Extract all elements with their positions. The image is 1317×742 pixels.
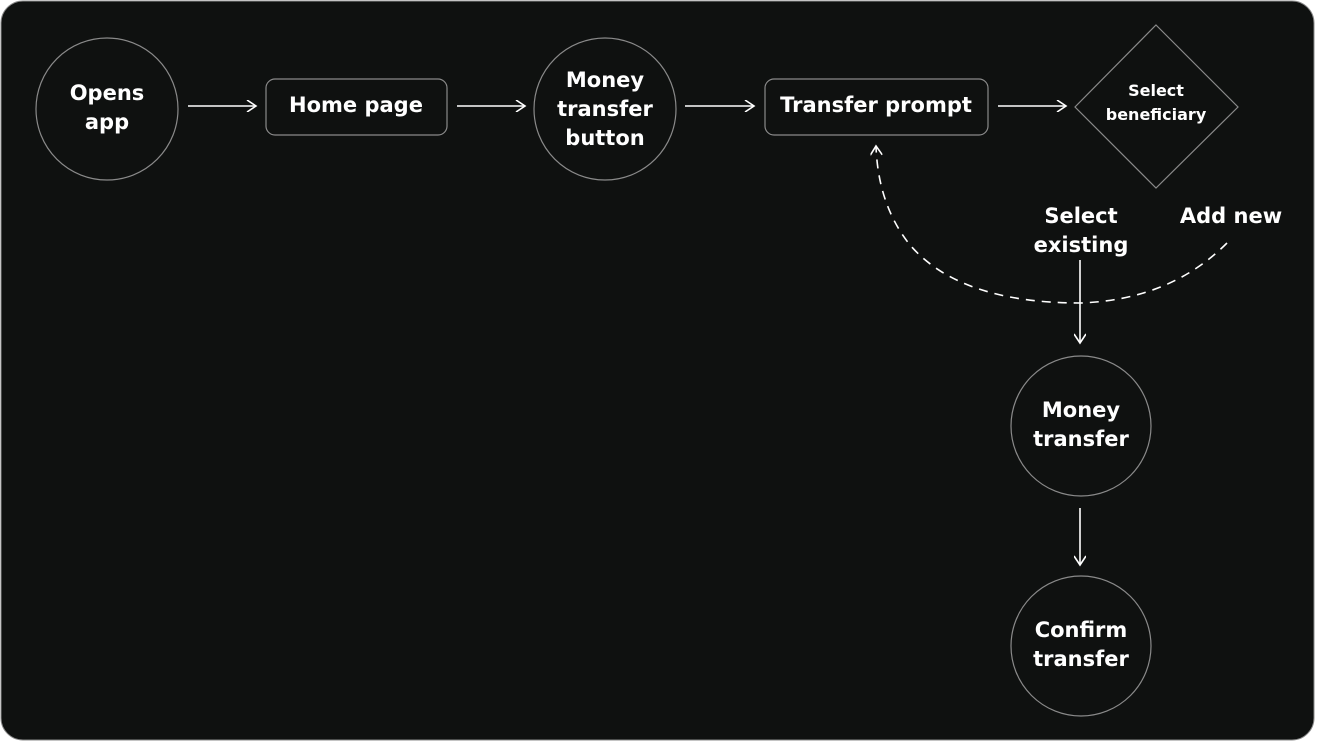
- dashed-loop-arrow: [876, 146, 1228, 304]
- node-label: app: [85, 110, 129, 134]
- edge-label-select-existing: existing: [1034, 233, 1129, 257]
- node-label: button: [565, 126, 644, 150]
- node-label: Select: [1128, 81, 1184, 100]
- node-label: transfer: [1033, 647, 1129, 671]
- node-confirm-transfer: Confirm transfer: [1010, 575, 1152, 717]
- node-home-page: Home page: [265, 78, 448, 136]
- edge-label-select-existing: Select: [1044, 204, 1117, 228]
- edge-label-add-new: Add new: [1180, 204, 1282, 228]
- node-label: transfer: [557, 97, 653, 121]
- node-transfer-prompt: Transfer prompt: [764, 78, 989, 136]
- node-label: beneficiary: [1106, 105, 1207, 124]
- node-label: Confirm: [1035, 618, 1128, 642]
- decision-select-beneficiary: Select beneficiary: [1074, 24, 1239, 189]
- node-opens-app: Opens app: [35, 37, 179, 181]
- node-label: Transfer prompt: [780, 93, 972, 117]
- node-label: Money: [1042, 398, 1121, 422]
- node-money-transfer: Money transfer: [1010, 355, 1152, 497]
- node-label: Money: [566, 68, 645, 92]
- node-money-transfer-button: Money transfer button: [533, 37, 677, 181]
- node-label: transfer: [1033, 427, 1129, 451]
- node-label: Opens: [70, 81, 145, 105]
- node-label: Home page: [289, 93, 423, 117]
